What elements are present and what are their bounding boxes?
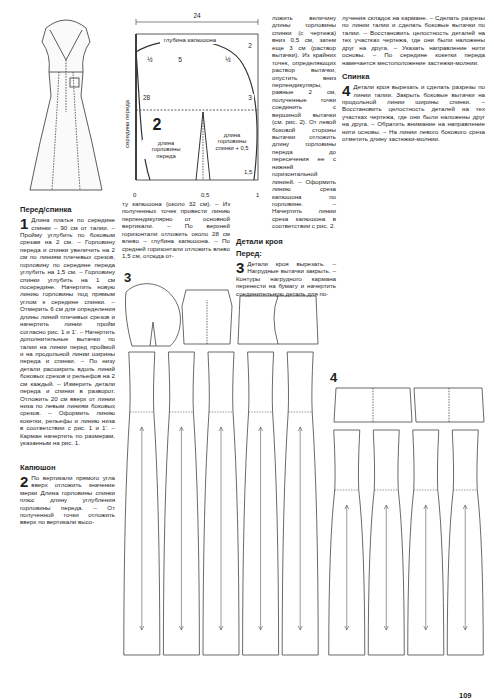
section-heading: Капюшон	[20, 463, 115, 472]
label-slot: 2	[150, 116, 164, 134]
label-slot: 5	[176, 56, 184, 63]
gore-outline	[447, 430, 483, 655]
label-slot: 3	[246, 94, 254, 101]
gore-piece	[368, 430, 404, 655]
waist-line	[414, 490, 438, 491]
section-heading: Перед:	[236, 249, 336, 258]
waist-line	[374, 490, 398, 491]
dimension-label: длина горловины переда	[142, 140, 190, 159]
gore-piece	[408, 430, 444, 655]
grain-line	[140, 427, 144, 630]
waist-line	[209, 412, 233, 413]
body-text: Длина платья по середине спинки – 90 см …	[20, 216, 115, 447]
dimension-label: 24	[187, 12, 207, 19]
dimension-label: 5	[176, 56, 184, 63]
label-slot: 28	[142, 86, 151, 104]
dimension-label: 28	[142, 94, 151, 101]
label-slot: 0	[132, 183, 137, 201]
dimension-label: 0,5	[200, 192, 210, 199]
label-slot: середина переда	[124, 140, 174, 158]
text-column: Перед/спинка 1Длина платья по середине сп…	[20, 202, 115, 526]
gore-outline	[368, 430, 404, 655]
grain-line	[219, 427, 223, 630]
dimension-label: 3	[246, 94, 254, 101]
body-text: ложить величину длины горловины спинки (…	[272, 14, 336, 230]
dress-sketch	[30, 20, 102, 190]
page-number: 109	[458, 692, 473, 699]
waist-line	[335, 490, 359, 491]
step-number: 1	[20, 217, 28, 230]
dimension-label: длина горловины спинки + 0,5	[213, 132, 251, 151]
step-number: 2	[20, 475, 28, 488]
gore-outline	[163, 352, 199, 655]
dimension-label: 1,5	[243, 169, 253, 176]
grain-line	[345, 505, 349, 630]
waist-line	[453, 490, 477, 491]
dimension-label: 1	[255, 192, 260, 199]
dimension-label: ½	[146, 56, 154, 63]
label-slot: 0,5	[200, 183, 210, 201]
dimension-label: ½	[224, 56, 232, 63]
step-number: 3	[236, 261, 244, 274]
grain-line	[259, 427, 263, 630]
label-slot: ½	[224, 56, 232, 63]
label-slot: ½	[146, 56, 154, 63]
gore-outline	[243, 352, 279, 655]
label-slot: длина горловины переда	[142, 140, 190, 159]
gore-piece	[203, 352, 239, 655]
text-column: лучения складок на кармане. – Сделать ра…	[342, 14, 485, 143]
waist-line	[249, 412, 273, 413]
gore-piece	[447, 430, 483, 655]
text-column: ту капюшона (около 32 см). – Из полученн…	[122, 200, 230, 260]
grain-line	[424, 505, 428, 630]
figure-number: 4	[329, 371, 338, 385]
gore-piece	[243, 352, 279, 655]
text-column: Детали крояПеред: 3Детали кроя вырезать. …	[236, 234, 336, 297]
label-slot: глубина капюшона	[160, 37, 220, 44]
waist-line	[130, 412, 154, 413]
body-text: Детали кроя вырезать. – Нагрудные вытачк…	[236, 260, 336, 297]
body-text: лучения складок на кармане. – Сделать ра…	[342, 14, 485, 66]
section-heading: Спинка	[342, 72, 485, 81]
gore-outline	[124, 352, 160, 655]
label-slot: 109	[458, 684, 473, 699]
label-slot: 24	[187, 12, 207, 19]
dimension-label: 2	[246, 42, 254, 49]
text-column: ложить величину длины горловины спинки (…	[272, 14, 336, 230]
dimension-label: глубина капюшона	[160, 37, 220, 44]
figure-number: 3	[123, 271, 132, 285]
gore-piece	[124, 352, 160, 655]
section-heading: Перед/спинка	[20, 205, 115, 214]
gore-piece	[329, 430, 365, 655]
gore-outline	[282, 352, 318, 655]
label-slot: 3	[123, 268, 132, 286]
gore-piece	[282, 352, 318, 655]
grain-line	[463, 505, 467, 630]
dimension-label: середина переда	[124, 99, 131, 149]
body-text: ту капюшона (около 32 см). – Из полученн…	[122, 200, 230, 260]
body-text: Детали кроя вырезать и сделать разрезы п…	[342, 83, 485, 143]
gore-outline	[408, 430, 444, 655]
grain-line	[179, 427, 183, 630]
section-heading: Детали кроя	[236, 237, 336, 246]
waist-line	[288, 412, 312, 413]
label-slot: длина горловины спинки + 0,5	[213, 132, 251, 151]
figure-number: 2	[150, 116, 164, 134]
gore-outline	[329, 430, 365, 655]
waist-line	[169, 412, 193, 413]
label-slot: 1	[255, 183, 260, 201]
body-text: По вертикали прямого угла вверх отложить…	[20, 474, 115, 526]
label-slot: 1,5	[243, 160, 253, 178]
pattern-gores	[124, 352, 483, 655]
step-number: 4	[342, 84, 350, 97]
gore-piece	[163, 352, 199, 655]
grain-line	[298, 427, 302, 630]
hood-draft	[136, 19, 258, 180]
label-slot: 4	[329, 368, 338, 386]
gore-outline	[203, 352, 239, 655]
dimension-label: 0	[132, 192, 137, 199]
grain-line	[384, 505, 388, 630]
label-slot: 2	[246, 42, 254, 49]
